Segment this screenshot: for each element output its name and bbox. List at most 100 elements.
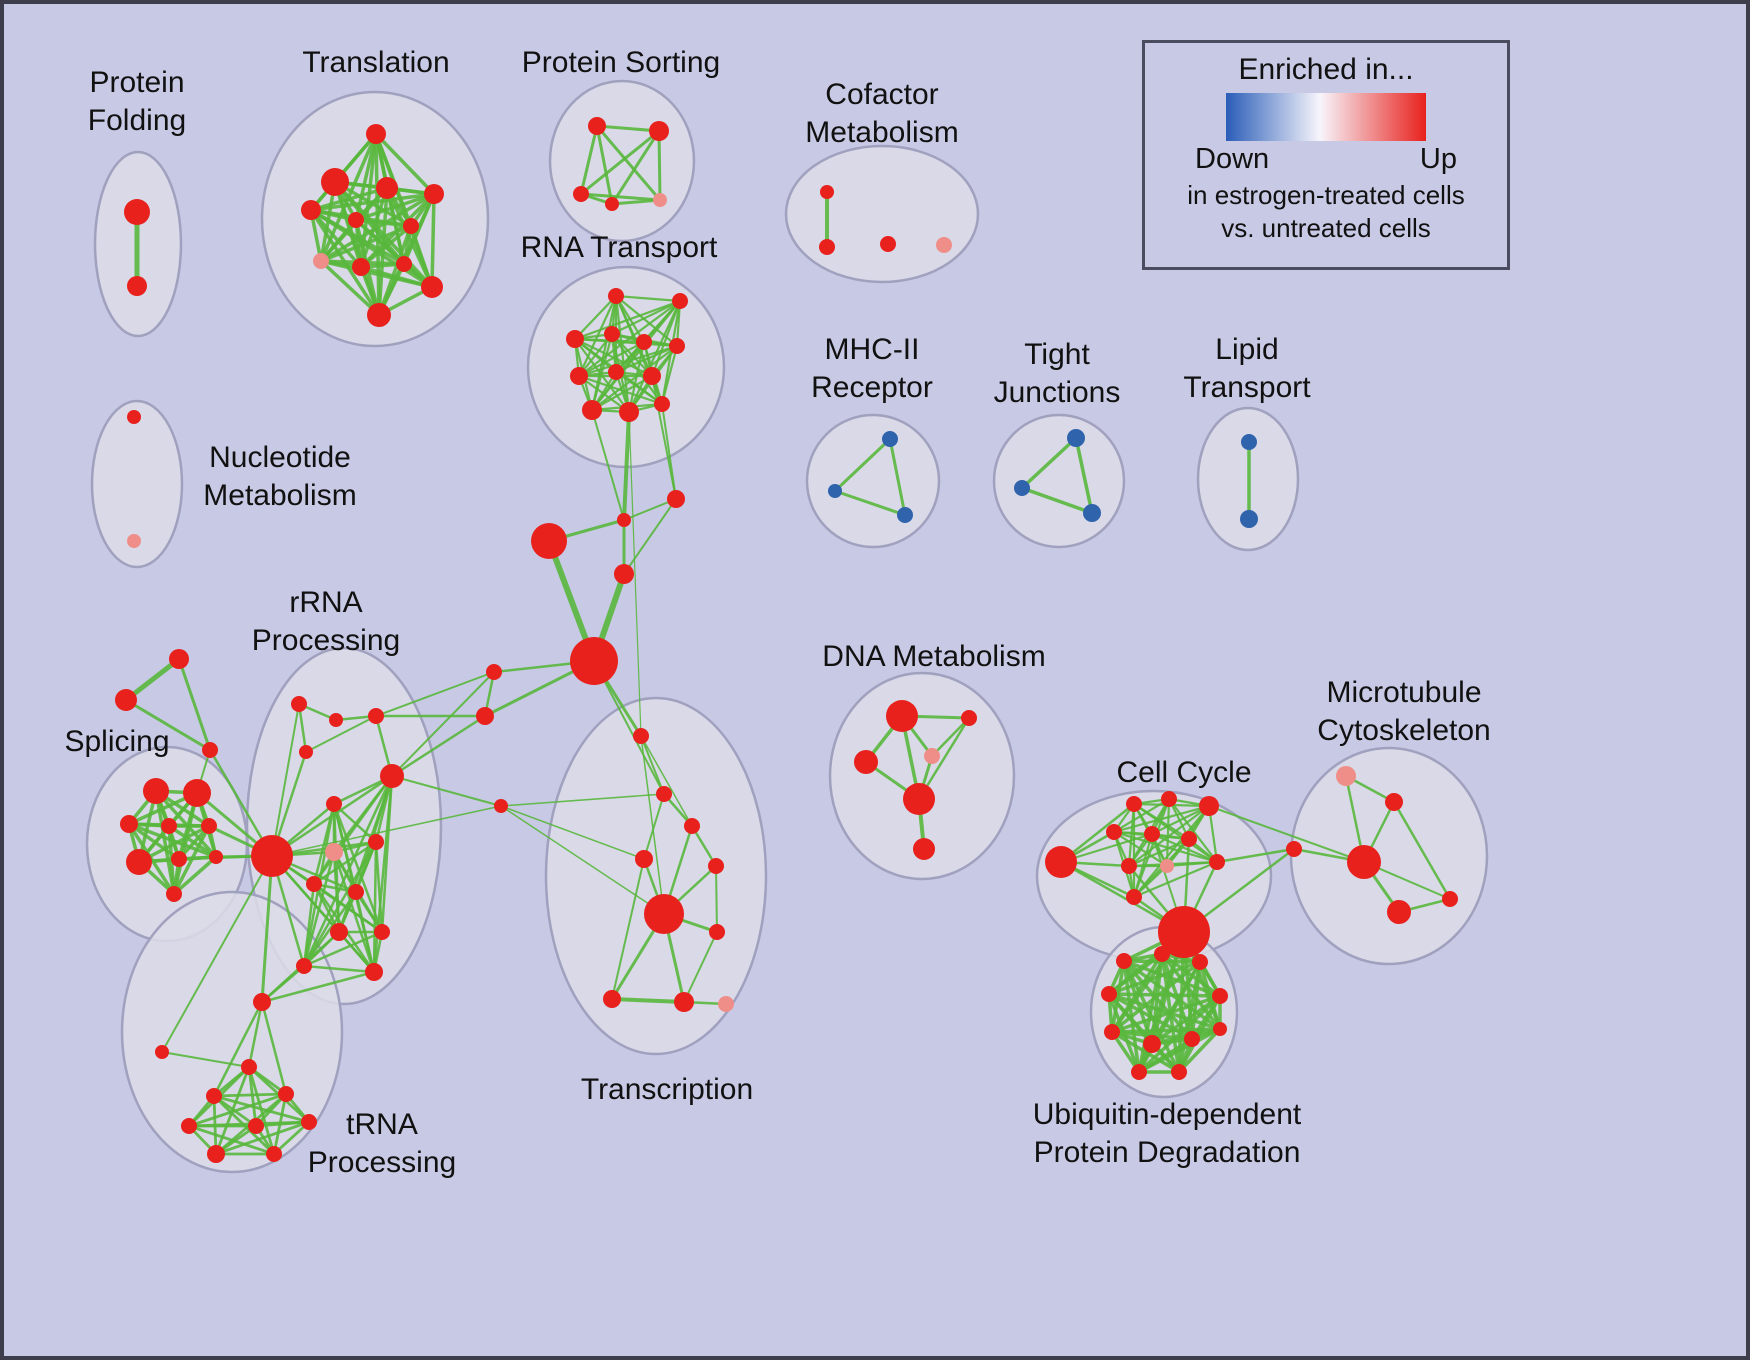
cluster-ellipse-tight-junctions <box>992 413 1126 549</box>
node-pf1 <box>124 199 150 225</box>
edge-hub2-tx2 <box>593 660 665 795</box>
edge-tr4-tr8 <box>212 1094 311 1124</box>
cluster-label-protein-sorting-line1: Protein Sorting <box>522 46 720 79</box>
edge-tx5-tx7 <box>715 865 718 933</box>
node-t1 <box>366 124 386 144</box>
node-cc2 <box>1126 796 1142 812</box>
node-lt2 <box>1240 510 1258 528</box>
edge-tj2-tj3 <box>1020 486 1094 515</box>
node-cc9 <box>1121 858 1137 874</box>
node-rr9 <box>368 834 384 850</box>
edge-rt1-rt2 <box>614 294 682 303</box>
edge-mh2-mh3 <box>833 489 907 517</box>
edge-rt7-rt12 <box>577 374 664 406</box>
edge-sp5-sp6 <box>137 824 211 864</box>
edge-t3-t9 <box>309 208 363 269</box>
node-f6 <box>494 799 508 813</box>
edge-tj1-tj3 <box>1074 436 1094 515</box>
edge-mh1-mh2 <box>833 437 892 493</box>
node-t3 <box>301 200 321 220</box>
node-cc7 <box>1181 831 1197 847</box>
edge-ft1-ft2 <box>123 656 182 703</box>
node-dm6 <box>913 838 935 860</box>
node-cm2 <box>819 239 835 255</box>
edge-t6-t7 <box>319 218 358 263</box>
node-rt7 <box>570 367 588 385</box>
edge-sp8-sp9 <box>172 855 218 896</box>
edge-tr8-tr9 <box>214 1120 311 1156</box>
edge-ps1-ps3 <box>579 124 599 196</box>
edge-rr5-rr10 <box>312 774 394 886</box>
node-mh3 <box>897 507 913 523</box>
cluster-label-mhc-ii-receptor-line1: MHC-II <box>825 333 920 366</box>
node-cc11 <box>1126 889 1142 905</box>
node-rr6 <box>251 835 293 877</box>
node-sp5 <box>201 818 217 834</box>
edge-t5-t7 <box>354 192 436 222</box>
cluster-label-mhc-ii-receptor-line2: Receptor <box>811 371 933 404</box>
node-t5 <box>424 184 444 204</box>
node-tr7 <box>248 1118 264 1134</box>
node-rr11 <box>348 884 364 900</box>
node-tx10 <box>718 996 734 1012</box>
edge-f4-rr5 <box>391 671 495 777</box>
node-hub1 <box>531 523 567 559</box>
cluster-label-trna-processing-line2: Processing <box>308 1146 456 1179</box>
node-ps3 <box>573 186 589 202</box>
node-t7 <box>348 212 364 228</box>
edge-rr14-rr15 <box>302 964 376 974</box>
edge-tx7-tx9 <box>683 931 718 1003</box>
edge-rr5-rr14 <box>302 774 394 968</box>
edge-f1-f3 <box>623 498 677 575</box>
node-tr6 <box>181 1118 197 1134</box>
cluster-label-protein-folding-line2: Folding <box>88 104 186 137</box>
edge-dm2-dm4 <box>930 716 971 758</box>
edge-tr2-tr3 <box>161 1051 250 1068</box>
cluster-ellipse-mhc-ii-receptor <box>805 413 941 549</box>
edge-tr6-tr10 <box>187 1124 276 1156</box>
node-tx7 <box>709 924 725 940</box>
node-u4 <box>1101 986 1117 1002</box>
node-cm3 <box>880 236 896 252</box>
edge-ps2-ps3 <box>579 129 661 196</box>
edge-rt12-f1 <box>661 403 677 500</box>
node-f5 <box>476 707 494 725</box>
edge-mh1-mh3 <box>888 437 907 517</box>
node-sp9 <box>166 886 182 902</box>
node-dm4 <box>924 748 940 764</box>
edge-tx1-tx6 <box>640 735 665 915</box>
edge-u9-u11 <box>1177 1027 1222 1074</box>
edge-ft1-ft3 <box>177 657 212 752</box>
node-mh2 <box>828 484 842 498</box>
node-t6 <box>313 253 329 269</box>
edge-f6-rr6 <box>271 805 502 857</box>
edge-cc4-cc5 <box>1112 804 1211 834</box>
edge-rr1-rr4 <box>297 702 308 754</box>
node-u10 <box>1131 1064 1147 1080</box>
node-layer <box>115 117 1458 1163</box>
node-tr3 <box>241 1059 257 1075</box>
edge-t5-t6 <box>319 192 436 263</box>
edge-t3-t11 <box>309 208 434 289</box>
node-f4 <box>486 664 502 680</box>
cluster-label-cell-cycle-line1: Cell Cycle <box>1116 756 1251 789</box>
edge-f6-tx4 <box>500 805 645 860</box>
edge-t3-t4 <box>309 186 389 212</box>
legend-down-label: Down <box>1195 143 1270 175</box>
node-cm4 <box>936 237 952 253</box>
cluster-label-translation-line1: Translation <box>302 46 449 79</box>
node-pf2 <box>127 276 147 296</box>
node-rt4 <box>604 326 620 342</box>
cluster-label-microtubule-cytoskeleton-line1: Microtubule <box>1326 676 1481 709</box>
edge-tr2-rr6 <box>161 855 273 1053</box>
node-rt10 <box>582 400 602 420</box>
edge-rt4-rt10 <box>590 332 614 412</box>
node-rt11 <box>619 402 639 422</box>
edge-ps4-ps5 <box>610 198 662 206</box>
node-ft3 <box>202 742 218 758</box>
cluster-label-ubiquitin-degradation-line2: Protein Degradation <box>1034 1136 1301 1169</box>
cluster-ellipse-rrna-processing <box>245 646 443 1006</box>
node-dm2 <box>961 710 977 726</box>
